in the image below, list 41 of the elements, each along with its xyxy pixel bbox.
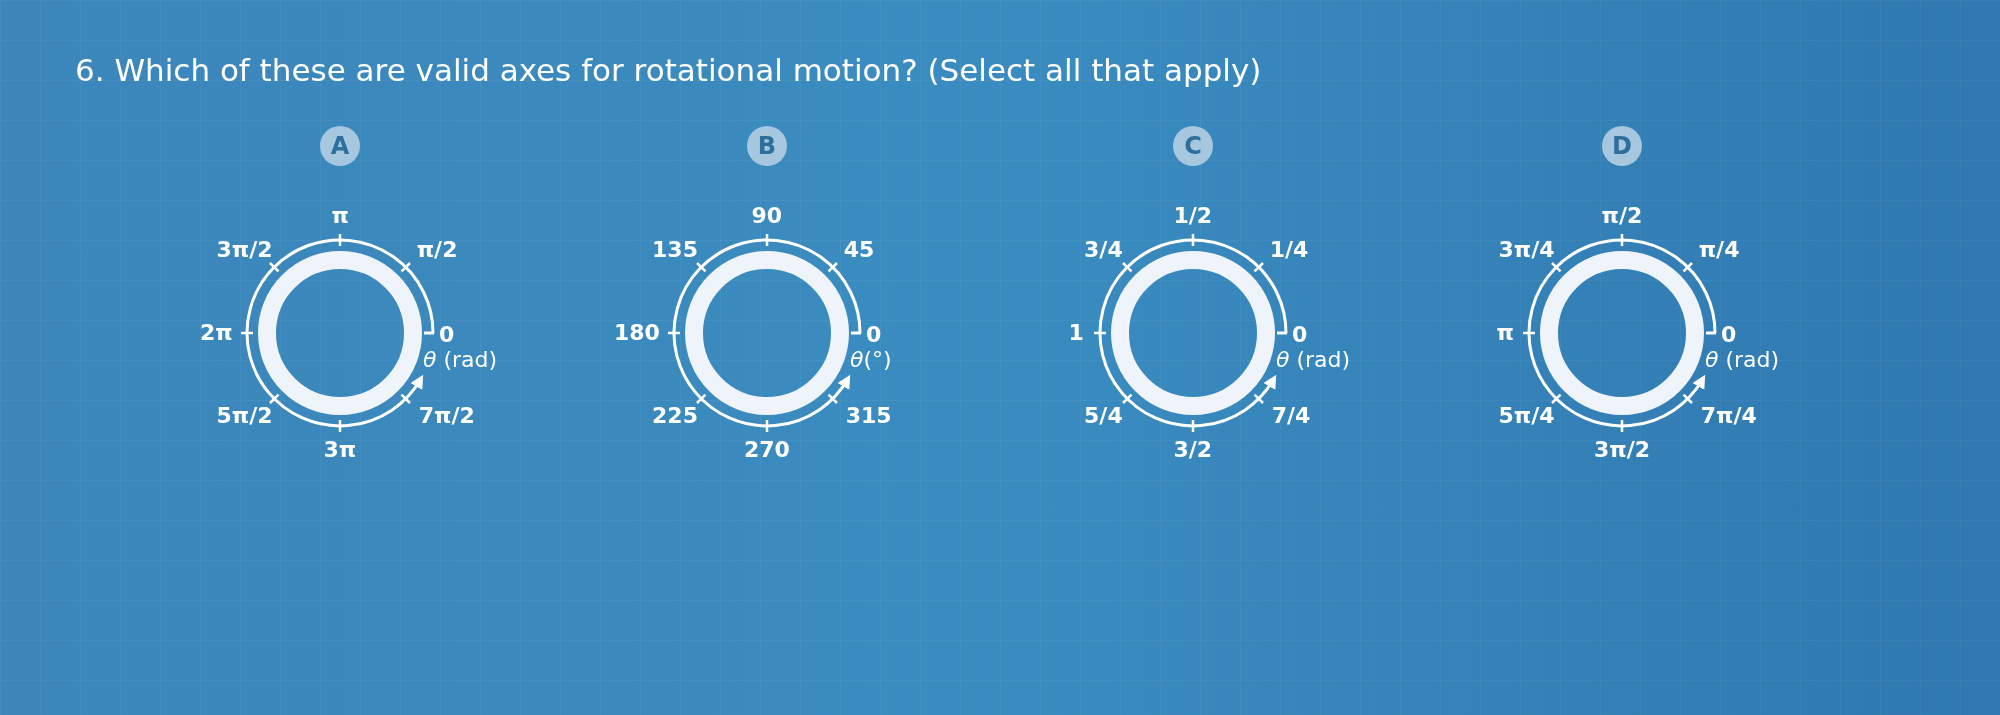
tick-label: π	[1496, 322, 1514, 344]
option-badge: D	[1602, 126, 1642, 166]
tick-label: 1/4	[1269, 239, 1309, 262]
option-badge: A	[320, 126, 360, 166]
question-text: 6. Which of these are valid axes for rotational motion? (Select all that apply)	[75, 52, 1262, 88]
tick-label: 180	[614, 322, 660, 344]
tick-label: 5π/4	[1498, 404, 1555, 427]
tick-label: 0	[439, 324, 455, 346]
tick-label: π/2	[1601, 205, 1643, 227]
tick-label: 315	[845, 404, 892, 427]
tick-label: 225	[652, 404, 698, 427]
tick-label: 0	[1721, 324, 1737, 346]
tick-label: 1/2	[1173, 205, 1213, 227]
tick-label: 7π/2	[418, 404, 475, 427]
tick-label: 0	[1292, 324, 1308, 346]
tick-label: 45	[843, 239, 875, 262]
axis-label: θ (rad)	[1276, 349, 1351, 371]
tick-label: 1	[1068, 322, 1084, 344]
tick-label: 5π/2	[216, 404, 273, 427]
tick-label: 90	[751, 205, 783, 227]
tick-label: π/4	[1698, 239, 1740, 262]
tick-label: 135	[652, 239, 698, 262]
axis-label: θ (rad)	[423, 349, 498, 371]
tick-label: 270	[744, 439, 790, 461]
tick-label: π	[331, 205, 349, 227]
tick-label: 5/4	[1084, 404, 1123, 427]
tick-label: 3π/2	[216, 239, 273, 262]
tick-label: 2π	[200, 322, 233, 344]
tick-label: 3π/2	[1594, 439, 1651, 461]
tick-label: π/2	[416, 239, 458, 262]
tick-label: 0	[866, 324, 882, 346]
axis-label: θ(°)	[850, 349, 892, 371]
axis-label: θ (rad)	[1705, 349, 1780, 371]
tick-label: 7π/4	[1700, 404, 1757, 427]
tick-label: 7/4	[1271, 404, 1311, 427]
option-badge: B	[747, 126, 787, 166]
tick-label: 3π/4	[1498, 239, 1555, 262]
tick-label: 3/4	[1084, 239, 1123, 262]
tick-label: 3π	[323, 439, 357, 461]
tick-label: 3/2	[1173, 439, 1213, 461]
option-badge: C	[1173, 126, 1213, 166]
